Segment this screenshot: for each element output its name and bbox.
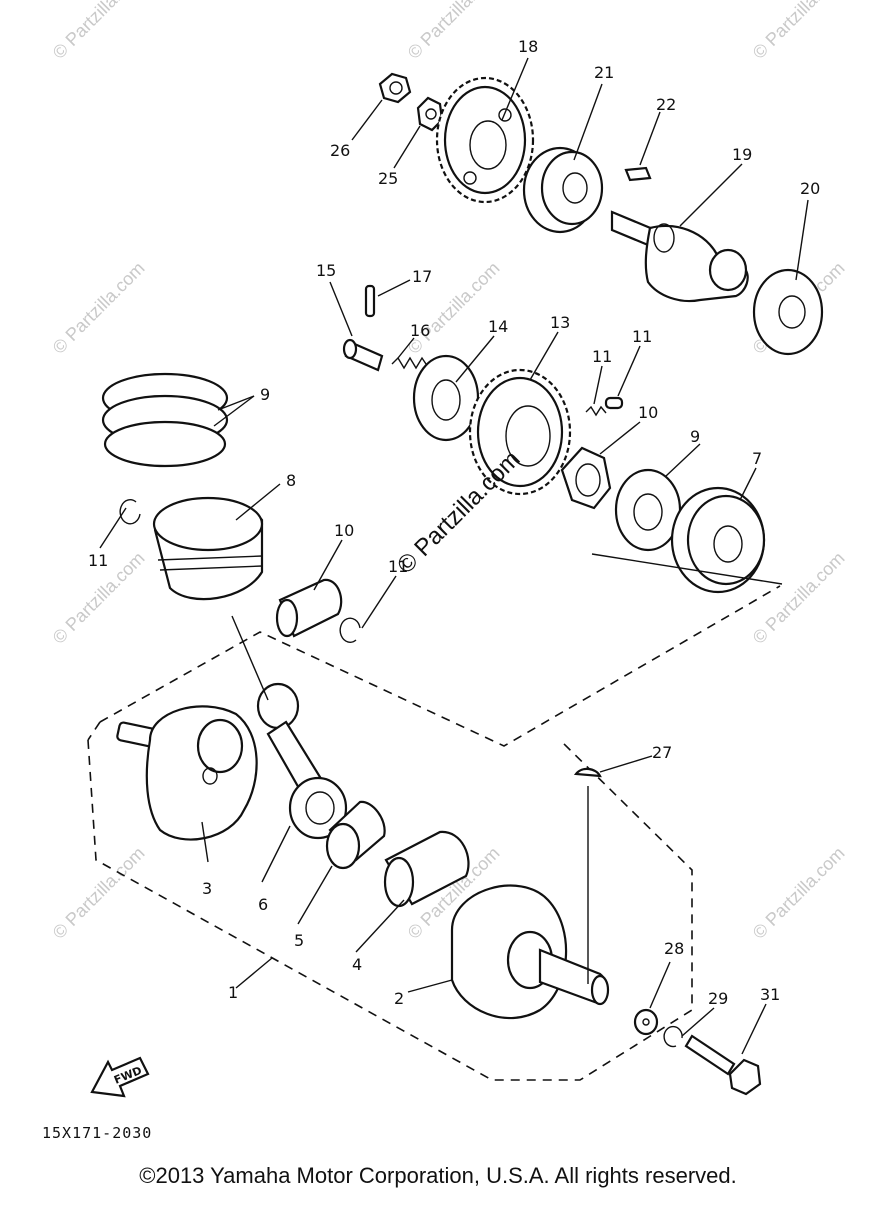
- callout-19: 16: [410, 321, 430, 340]
- callout-11-left: 11: [88, 551, 108, 570]
- callout-10: 10: [334, 521, 354, 540]
- piston-8: [152, 496, 264, 601]
- nut-27: [378, 72, 412, 104]
- callout-8: 8: [286, 471, 296, 490]
- callout-12: 9: [690, 427, 700, 446]
- callout-21: 18: [518, 37, 538, 56]
- callout-28: 27: [652, 743, 672, 762]
- callout-1: 1: [228, 983, 238, 1002]
- watermark: © Partzilla.com: [404, 0, 504, 63]
- callout-5: 5: [294, 931, 304, 950]
- callout-6: 6: [258, 895, 268, 914]
- callout-17: 14: [488, 317, 508, 336]
- callout-24: 21: [594, 63, 614, 82]
- key-25: [624, 166, 652, 182]
- callout-23: 20: [800, 179, 820, 198]
- copyright-notice: ©2013 Yamaha Motor Corporation, U.S.A. A…: [139, 1163, 737, 1188]
- callout-16: 13: [550, 313, 570, 332]
- pin-15: [604, 396, 624, 410]
- crank-pin-4: [383, 830, 470, 908]
- watermark: © Partzilla.com: [749, 843, 849, 943]
- callout-11-right: 11: [388, 557, 408, 576]
- callout-20: 17: [412, 267, 432, 286]
- watermark: © Partzilla.com: [49, 843, 149, 943]
- leader-lines: [99, 57, 809, 1055]
- washer-30: [663, 1025, 683, 1048]
- callout-25: 22: [656, 95, 676, 114]
- callout-4: 4: [352, 955, 362, 974]
- damper-13: [560, 446, 612, 510]
- callout-31: 31: [760, 985, 780, 1004]
- callout-15: 11: [632, 327, 652, 346]
- gear-21: [435, 76, 535, 204]
- callout-30: 29: [708, 989, 728, 1008]
- piston-rings-9: [101, 372, 229, 468]
- crank-left-3: [116, 705, 258, 841]
- gear-16: [468, 368, 572, 496]
- callout-27: 26: [330, 141, 350, 160]
- crank-assembly-outline: [87, 585, 781, 1081]
- watermark: © Partzilla.com: [749, 0, 849, 63]
- watermark: © Partzilla.com: [749, 548, 849, 648]
- plate-17: [412, 354, 480, 442]
- bolt-31: [684, 1034, 762, 1096]
- callout-7: 7: [752, 449, 762, 468]
- connecting-rod-6: [256, 682, 348, 840]
- bearing-24: [522, 146, 604, 234]
- bearing-7: [670, 486, 766, 594]
- callout-14: 11: [592, 347, 612, 366]
- balancer-shaft-22: [610, 210, 749, 303]
- callout-numbers: 18 21 22 19 20 26 25 17 15 16 14 13 11 1…: [88, 37, 820, 1008]
- watermark: © Partzilla.com: [49, 0, 149, 63]
- spring-19: [391, 356, 427, 370]
- callout-13: 10: [638, 403, 658, 422]
- plate-12: [614, 468, 682, 552]
- crank-right-2: [450, 884, 610, 1020]
- callout-29: 28: [664, 939, 684, 958]
- pin-18: [342, 338, 384, 372]
- clip-11-right: [339, 617, 361, 643]
- piston-pin-10: [275, 578, 343, 638]
- key-28: [573, 767, 602, 778]
- washer-29: [633, 1008, 659, 1036]
- callout-26: 25: [378, 169, 398, 188]
- spring-14: [585, 405, 607, 417]
- callout-22: 19: [732, 145, 752, 164]
- watermark: © Partzilla.com: [49, 258, 149, 358]
- diagram-code: 15X171-2030: [42, 1124, 153, 1142]
- needle-bearing-5: [325, 800, 386, 870]
- callout-18: 15: [316, 261, 336, 280]
- fwd-arrow-icon: FWD: [90, 1056, 150, 1098]
- pin-20: [364, 284, 376, 318]
- bearing-23: [752, 268, 824, 356]
- callout-3: 3: [202, 879, 212, 898]
- callout-2: 2: [394, 989, 404, 1008]
- callout-9: 9: [260, 385, 270, 404]
